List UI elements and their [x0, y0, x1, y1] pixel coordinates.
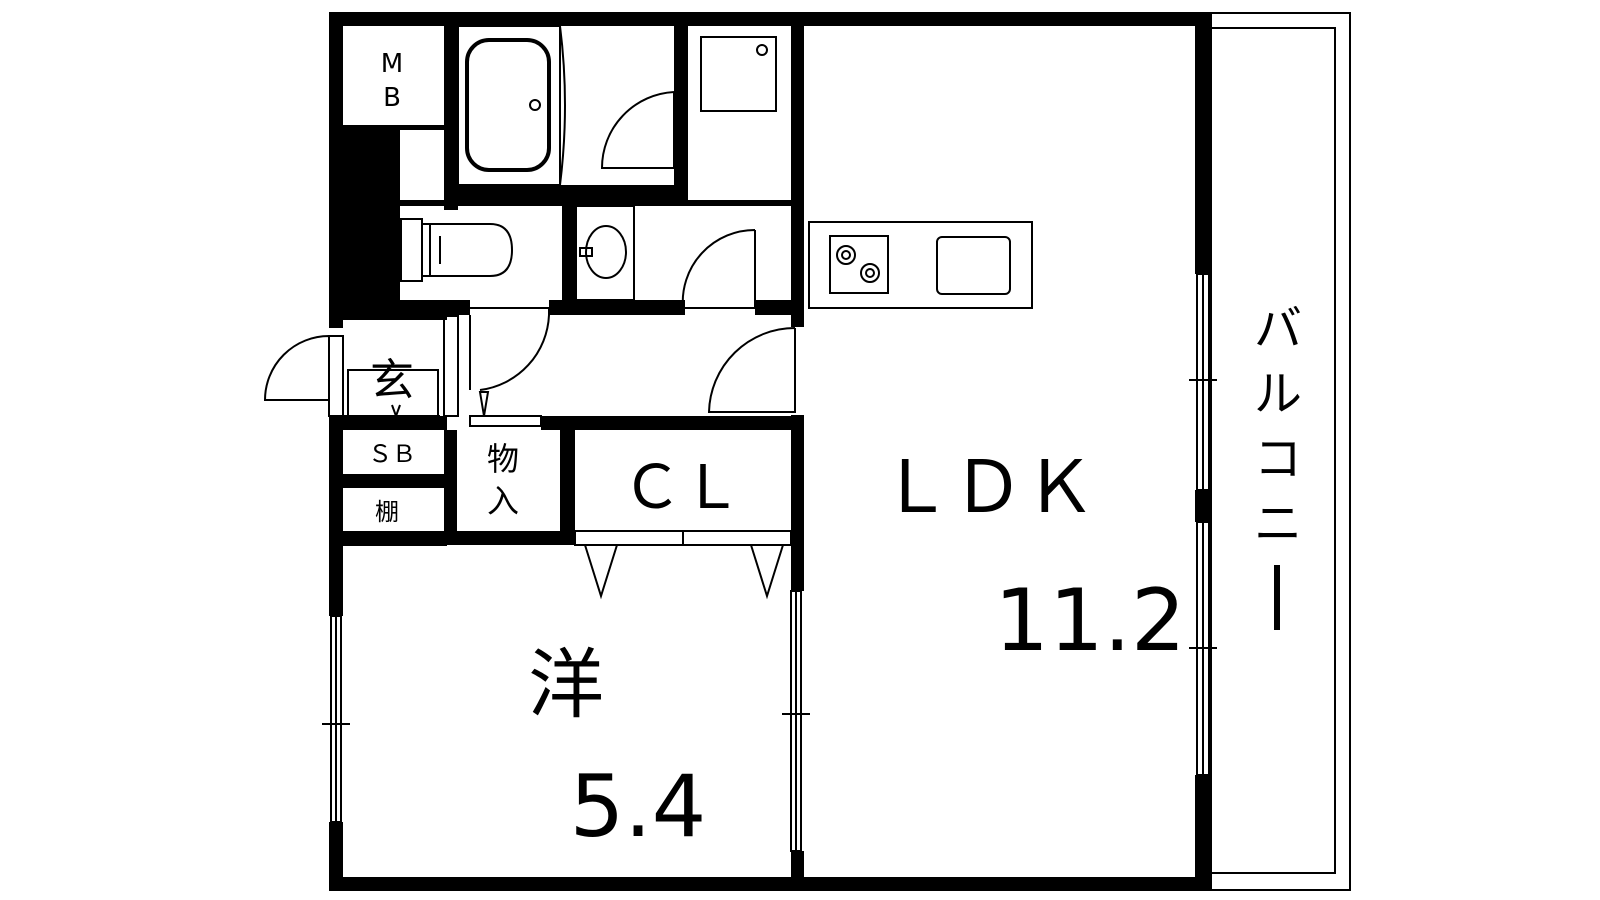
windows [322, 273, 1217, 823]
balcony-label: バ ル コ ニ [1254, 301, 1302, 630]
outer-walls [329, 12, 1211, 891]
western-room-size-label: 5.4 [570, 757, 707, 857]
balcony-char: コ [1254, 431, 1302, 487]
balcony-char: ル [1254, 366, 1302, 422]
bathtub-icon [457, 25, 566, 186]
closet-label: ＣＬ [622, 453, 742, 523]
storage-label-bottom: 入 [487, 482, 519, 520]
shelf-label: 棚 [375, 498, 399, 526]
mb-label-bottom: B [383, 83, 401, 113]
kitchen-counter-icon [808, 221, 1033, 309]
western-room-name-label: 洋 [528, 640, 604, 729]
mb-label-top: M [381, 49, 403, 79]
balcony-char [1274, 565, 1280, 630]
balcony [1210, 12, 1351, 891]
toilet-icon [400, 218, 514, 282]
washer-pan-icon [700, 36, 777, 112]
ldk-size-label: 11.2 [994, 571, 1185, 671]
wash-basin-icon [575, 205, 635, 301]
interior-walls [343, 12, 804, 891]
balcony-char: ニ [1254, 496, 1302, 552]
entrance-label: 玄 [370, 355, 414, 406]
storage-label-top: 物 [487, 440, 519, 478]
shoebox-label: ＳＢ [368, 440, 416, 468]
balcony-char: バ [1254, 301, 1302, 357]
ldk-name-label: ＬＤＫ [880, 445, 1096, 529]
doors [263, 91, 810, 852]
